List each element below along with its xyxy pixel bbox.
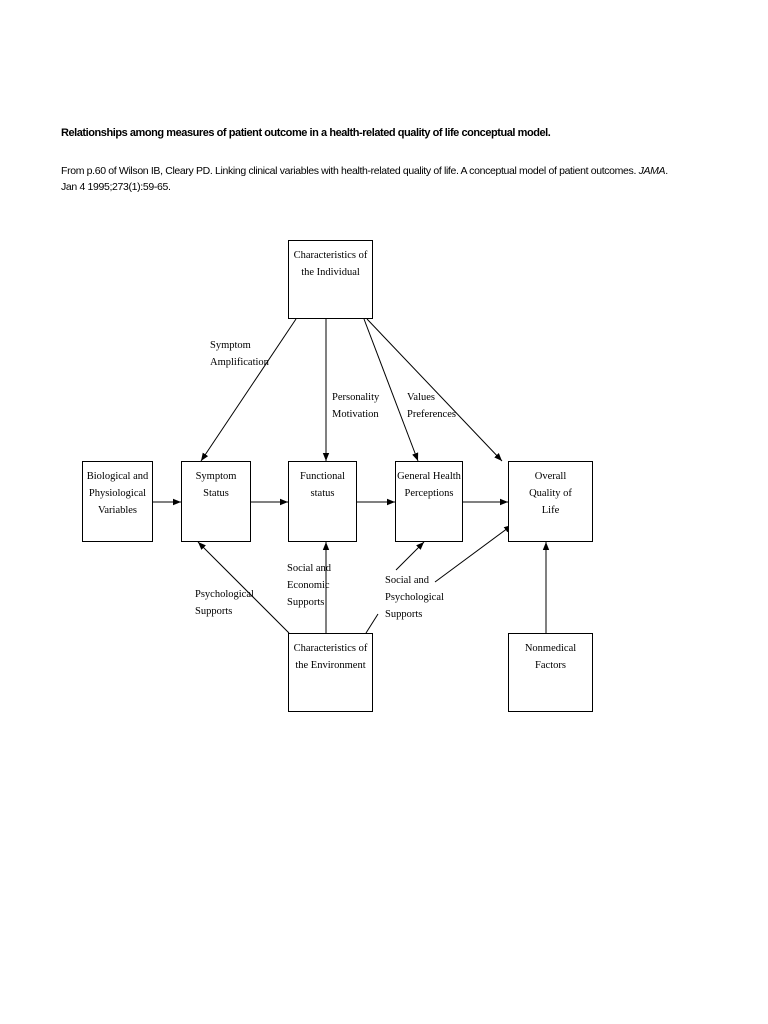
page-title: Relationships among measures of patient … [61,127,551,139]
label-social-psychological-supports: Social and Psychological Supports [385,575,444,620]
arrow-individual-to-symptom [200,318,297,462]
label-symptom-amplification: Symptom Amplification [210,340,269,368]
arrow-env-to-symptom [197,541,290,634]
box-characteristics-environment: Characteristics of the Environment [288,633,373,712]
box-biological-variables: Biological and Physiological Variables [82,461,153,542]
arrow-individual-to-health [363,318,419,462]
citation-text: From p.60 of Wilson IB, Cleary PD. Linki… [61,165,639,177]
connector-env-support [365,613,379,634]
box-characteristics-individual: Characteristics of the Individual [288,240,373,319]
citation: From p.60 of Wilson IB, Cleary PD. Linki… [61,163,681,195]
citation-journal: JAMA [638,165,666,177]
box-symptom-status: Symptom Status [181,461,251,542]
box-nonmedical-factors: Nonmedical Factors [508,633,593,712]
arrow-env-to-qol [434,524,513,583]
box-functional-status: Functional status [288,461,357,542]
citation-tail: . Jan 4 1995;273(1):59-65. [61,165,668,193]
label-personality-motivation: Personality Motivation [332,392,380,420]
box-overall-quality-of-life: Overall Quality of Life [508,461,593,542]
arrow-individual-to-qol [366,318,503,462]
label-social-economic-supports: Social and Economic Supports [287,563,332,608]
label-psychological-supports: Psychological Supports [195,589,254,617]
label-values-preferences: Values Preferences [407,392,456,420]
box-general-health: General Health Perceptions [395,461,463,542]
arrow-env-to-health [395,541,425,571]
